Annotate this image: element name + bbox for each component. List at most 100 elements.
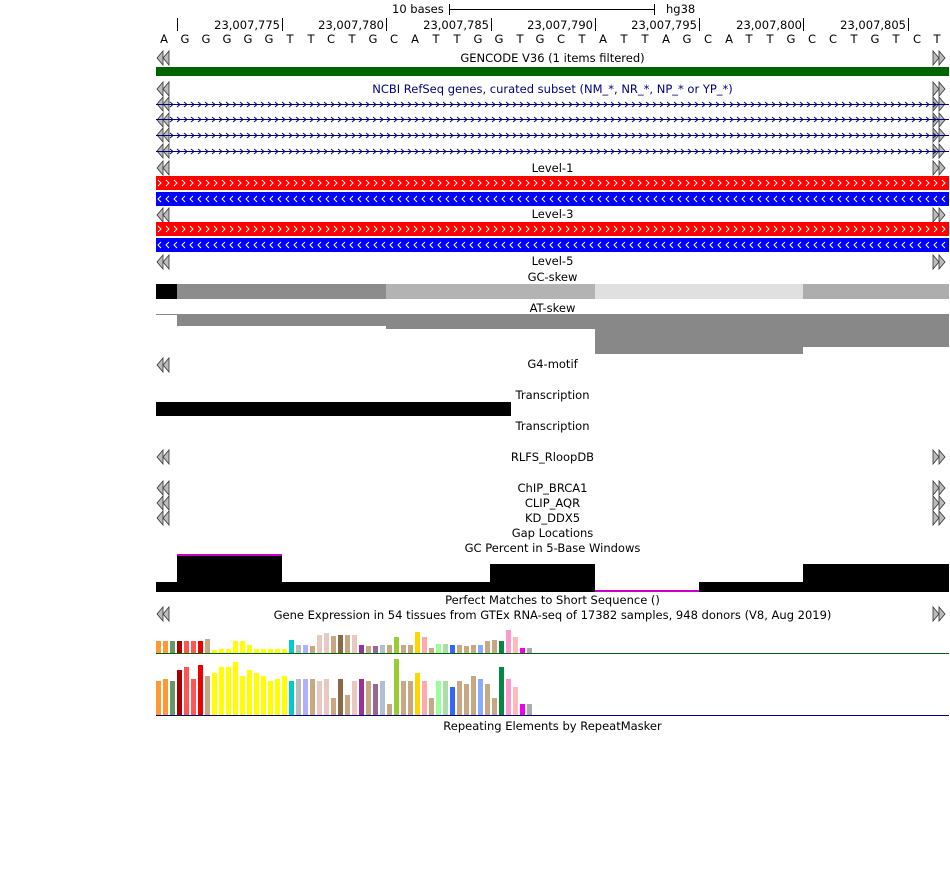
gtex-tissue-bar[interactable] bbox=[359, 679, 364, 715]
gtex-tissue-bar[interactable] bbox=[191, 679, 196, 715]
track-label-kd-ddx5[interactable]: KD_DDX5 bbox=[524, 511, 581, 525]
gtex-tissue-bar[interactable] bbox=[261, 676, 266, 715]
scroll-left-icon[interactable] bbox=[156, 605, 170, 623]
gtex-tissue-bar[interactable] bbox=[485, 684, 490, 715]
gtex-tissue-bar[interactable] bbox=[324, 633, 329, 653]
track-label-clip-aqr[interactable]: CLIP_AQR bbox=[524, 496, 581, 510]
gtex-tissue-bar[interactable] bbox=[177, 641, 182, 653]
refseq-transcript[interactable] bbox=[156, 116, 949, 123]
scroll-left-icon[interactable] bbox=[156, 448, 170, 466]
scroll-right-icon[interactable] bbox=[932, 159, 946, 177]
gtex-tissue-bar[interactable] bbox=[310, 679, 315, 715]
gtex-tissue-bar[interactable] bbox=[247, 670, 252, 715]
gtex-tissue-bar[interactable] bbox=[408, 681, 413, 715]
gtex-tissue-bar[interactable] bbox=[247, 645, 252, 653]
scroll-right-icon[interactable] bbox=[932, 448, 946, 466]
at-skew-track[interactable] bbox=[156, 314, 949, 356]
scroll-left-icon[interactable] bbox=[156, 509, 170, 527]
gtex-tissue-bar[interactable] bbox=[387, 645, 392, 653]
gtex-tissue-bar[interactable] bbox=[492, 698, 497, 715]
gtex-tissue-bar[interactable] bbox=[163, 679, 168, 715]
scroll-left-icon[interactable] bbox=[156, 253, 170, 271]
gtex-tissue-bar[interactable] bbox=[198, 641, 203, 653]
level-1-reverse-strand[interactable] bbox=[156, 192, 949, 206]
gtex-tissue-bar[interactable] bbox=[408, 645, 413, 653]
scroll-left-icon[interactable] bbox=[156, 356, 170, 374]
gtex-tissue-bar[interactable] bbox=[429, 698, 434, 715]
track-label-level-1[interactable]: Level-1 bbox=[531, 161, 574, 175]
gtex-tissue-bar[interactable] bbox=[387, 704, 392, 715]
gtex-expression-chart[interactable] bbox=[156, 623, 949, 718]
gtex-tissue-bar[interactable] bbox=[520, 648, 525, 653]
gtex-tissue-bar[interactable] bbox=[156, 681, 161, 715]
gtex-tissue-bar[interactable] bbox=[527, 648, 532, 653]
scroll-left-icon[interactable] bbox=[156, 159, 170, 177]
gtex-tissue-bar[interactable] bbox=[380, 645, 385, 653]
track-label-gc-percent[interactable]: GC Percent in 5-Base Windows bbox=[464, 541, 641, 555]
track-label-g4-motif[interactable]: G4-motif bbox=[527, 357, 578, 371]
gtex-tissue-bar[interactable] bbox=[275, 679, 280, 715]
gtex-tissue-bar[interactable] bbox=[436, 681, 441, 715]
gtex-tissue-bar[interactable] bbox=[352, 681, 357, 715]
track-label-level-3[interactable]: Level-3 bbox=[531, 207, 574, 221]
gtex-tissue-bar[interactable] bbox=[191, 641, 196, 653]
refseq-transcript[interactable] bbox=[156, 148, 949, 155]
gtex-tissue-bar[interactable] bbox=[268, 649, 273, 653]
gtex-tissue-bar[interactable] bbox=[415, 673, 420, 715]
gtex-tissue-bar[interactable] bbox=[226, 649, 231, 653]
scroll-right-icon[interactable] bbox=[932, 49, 946, 67]
gtex-tissue-bar[interactable] bbox=[317, 681, 322, 715]
scroll-left-icon[interactable] bbox=[156, 49, 170, 67]
gtex-tissue-bar[interactable] bbox=[457, 645, 462, 653]
gencode-feature[interactable] bbox=[156, 67, 949, 76]
track-label-rlfs-rloopdb[interactable]: RLFS_RloopDB bbox=[510, 450, 595, 464]
gtex-tissue-bar[interactable] bbox=[401, 681, 406, 715]
gtex-tissue-bar[interactable] bbox=[240, 676, 245, 715]
track-label-gencode[interactable]: GENCODE V36 (1 items filtered) bbox=[460, 51, 645, 65]
gtex-tissue-bar[interactable] bbox=[198, 665, 203, 715]
scroll-right-icon[interactable] bbox=[932, 80, 946, 98]
gtex-tissue-bar[interactable] bbox=[163, 641, 168, 653]
track-label-transcription[interactable]: Transcription bbox=[515, 388, 590, 402]
scroll-right-icon[interactable] bbox=[932, 479, 946, 497]
scroll-right-icon[interactable] bbox=[932, 494, 946, 512]
gtex-tissue-bar[interactable] bbox=[156, 641, 161, 653]
gtex-tissue-bar[interactable] bbox=[303, 645, 308, 653]
track-label-gtex[interactable]: Gene Expression in 54 tissues from GTEx … bbox=[273, 608, 832, 622]
gtex-tissue-bar[interactable] bbox=[457, 681, 462, 715]
gtex-tissue-bar[interactable] bbox=[331, 636, 336, 653]
gtex-tissue-bar[interactable] bbox=[464, 646, 469, 653]
gc-percent-track[interactable] bbox=[156, 554, 949, 592]
gtex-tissue-bar[interactable] bbox=[275, 649, 280, 653]
scroll-right-icon[interactable] bbox=[932, 509, 946, 527]
transcription-feature[interactable] bbox=[156, 402, 511, 416]
gtex-tissue-bar[interactable] bbox=[261, 649, 266, 653]
gtex-tissue-bar[interactable] bbox=[324, 679, 329, 715]
gtex-tissue-bar[interactable] bbox=[520, 704, 525, 715]
gtex-tissue-bar[interactable] bbox=[492, 640, 497, 653]
gtex-tissue-bar[interactable] bbox=[422, 681, 427, 715]
gtex-tissue-bar[interactable] bbox=[170, 681, 175, 715]
gtex-tissue-bar[interactable] bbox=[212, 650, 217, 653]
gtex-tissue-bar[interactable] bbox=[415, 632, 420, 653]
gtex-tissue-bar[interactable] bbox=[429, 648, 434, 653]
gtex-tissue-bar[interactable] bbox=[184, 641, 189, 653]
gtex-tissue-bar[interactable] bbox=[401, 645, 406, 653]
gtex-tissue-bar[interactable] bbox=[394, 637, 399, 653]
gtex-tissue-bar[interactable] bbox=[373, 684, 378, 715]
gtex-tissue-bar[interactable] bbox=[254, 673, 259, 715]
refseq-transcripts[interactable] bbox=[156, 96, 949, 158]
gtex-tissue-bar[interactable] bbox=[345, 635, 350, 653]
track-label-perfect-matches[interactable]: Perfect Matches to Short Sequence () bbox=[445, 593, 660, 607]
gtex-tissue-bar[interactable] bbox=[212, 673, 217, 715]
gtex-tissue-bar[interactable] bbox=[513, 687, 518, 715]
gtex-tissue-bar[interactable] bbox=[450, 645, 455, 653]
gtex-tissue-bar[interactable] bbox=[317, 635, 322, 653]
gtex-tissue-bar[interactable] bbox=[296, 679, 301, 715]
scroll-right-icon[interactable] bbox=[932, 605, 946, 623]
gtex-tissue-bar[interactable] bbox=[268, 681, 273, 715]
gtex-tissue-bar[interactable] bbox=[506, 679, 511, 715]
gtex-tissue-bar[interactable] bbox=[464, 684, 469, 715]
gtex-tissue-bar[interactable] bbox=[527, 704, 532, 715]
track-label-gc-skew[interactable]: GC-skew bbox=[527, 270, 578, 284]
